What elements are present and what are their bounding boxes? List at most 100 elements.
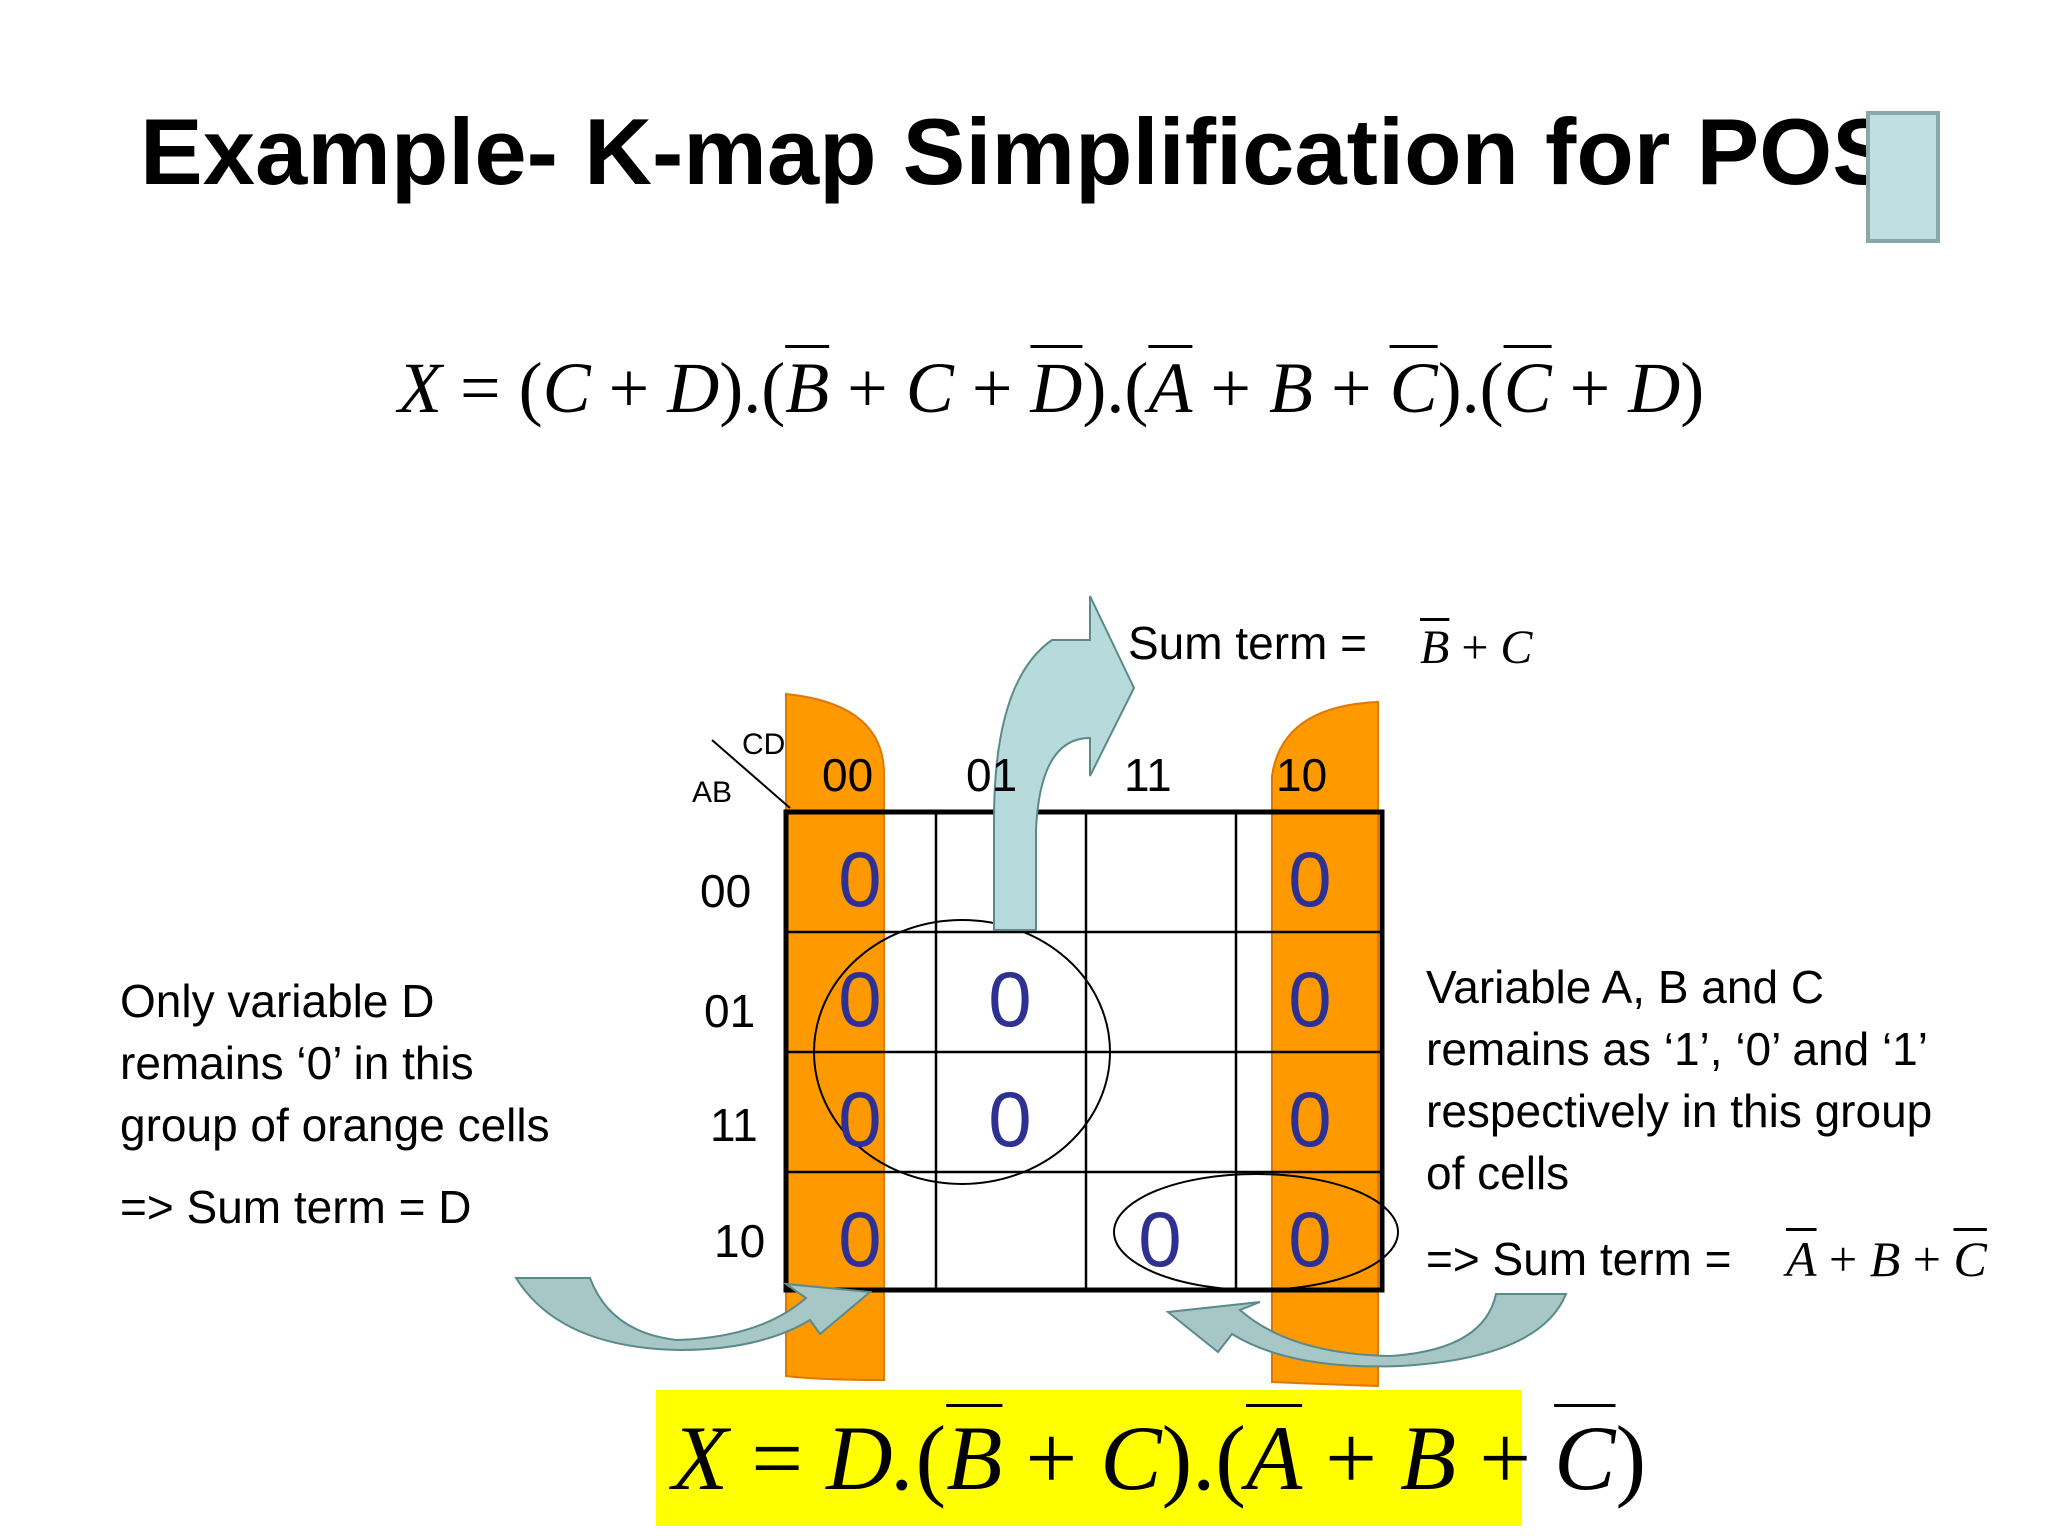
page-title: Example- K-map Simplification for POS — [140, 99, 1895, 204]
paren: ) — [1161, 1407, 1193, 1509]
right-note: Variable A, B and C remains as ‘1’, ‘0’ … — [1426, 956, 1932, 1204]
kmap-col-label: 10 — [1276, 749, 1328, 801]
variable: D — [667, 348, 720, 428]
variable: C — [1100, 1407, 1162, 1509]
simplified-expression: X = D.(B + C).(A + B + C) — [672, 1412, 1646, 1504]
variable: D — [1628, 348, 1681, 428]
and-operator: . — [1461, 348, 1480, 428]
plus-operator: + — [1002, 1407, 1101, 1509]
complement-variable: C — [1389, 348, 1438, 428]
complement-variable: A — [1245, 1407, 1303, 1509]
orange-group-left — [785, 692, 885, 1382]
right-note-line: remains as ‘1’, ‘0’ and ‘1’ — [1426, 1023, 1928, 1075]
and-operator: . — [1192, 1407, 1216, 1509]
arrow-top-icon — [993, 595, 1136, 931]
paren: ( — [1479, 348, 1504, 428]
right-note-line: Variable A, B and C — [1426, 961, 1825, 1013]
kmap-row-var: AB — [692, 776, 733, 809]
variable: C — [905, 348, 954, 428]
variable: X — [398, 348, 442, 428]
plus-operator: + — [1900, 1231, 1954, 1287]
plus-operator: + — [953, 348, 1031, 428]
kmap-col-var: CD — [742, 728, 786, 761]
plus-operator: + — [1551, 348, 1629, 428]
complement-variable: C — [1554, 1407, 1616, 1509]
paren: ( — [518, 348, 543, 428]
kmap-cell: 0 — [838, 835, 882, 923]
paren: ( — [1215, 1407, 1246, 1509]
variable: D. — [826, 1407, 916, 1509]
complement-variable: D — [1030, 348, 1083, 428]
right-note-result-label: => Sum term = — [1426, 1233, 1732, 1285]
plus-operator: + — [1192, 348, 1269, 428]
paren: ) — [1615, 1407, 1647, 1509]
kmap-cell: 0 — [1288, 1195, 1332, 1283]
arrow-bottom-left-icon — [514, 1277, 873, 1352]
kmap-col-label: 01 — [966, 749, 1018, 801]
kmap-cell: 0 — [988, 955, 1032, 1043]
kmap-row-label: 00 — [700, 865, 752, 917]
variable: C — [542, 348, 591, 428]
kmap-cell: 0 — [838, 1195, 882, 1283]
variable: B — [1869, 1231, 1901, 1287]
paren: ( — [761, 348, 786, 428]
kmap-grid — [783, 809, 1385, 1293]
kmap-row-label: 11 — [710, 1099, 758, 1151]
kmap-row-label: 01 — [704, 985, 756, 1037]
paren: ) — [1437, 348, 1462, 428]
kmap-cell: 0 — [838, 1075, 882, 1163]
variable: B — [1400, 1407, 1457, 1509]
plus-operator: + — [1302, 1407, 1401, 1509]
plus-operator: + — [829, 348, 906, 428]
kmap-cell: 0 — [838, 955, 882, 1043]
plus-operator: + — [1456, 1407, 1555, 1509]
equals-operator: = — [728, 1407, 827, 1509]
plus-operator: + — [590, 348, 668, 428]
and-operator: . — [1106, 348, 1125, 428]
left-note: Only variable D remains ‘0’ in this grou… — [120, 970, 550, 1238]
kmap-row-label: 10 — [714, 1215, 766, 1267]
paren: ( — [1124, 348, 1149, 428]
plus-operator: + — [1816, 1231, 1870, 1287]
variable: B — [1268, 348, 1313, 428]
arrow-bottom-right-icon — [1165, 1293, 1568, 1368]
right-note-line: of cells — [1426, 1147, 1570, 1199]
left-note-line: Only variable D — [120, 975, 435, 1027]
original-expression: X = (C + D).(B + C + D).(A + B + C).(C +… — [398, 352, 1704, 424]
complement-variable: B — [1420, 621, 1450, 674]
plus-operator: + — [1449, 621, 1501, 674]
group-circle-middle — [813, 919, 1111, 1185]
equals-operator: = — [441, 348, 519, 428]
left-note-line: group of orange cells — [120, 1099, 550, 1151]
and-operator: . — [743, 348, 762, 428]
complement-variable: A — [1786, 1231, 1817, 1287]
right-note-line: respectively in this group — [1426, 1085, 1933, 1137]
kmap-col-label: 00 — [822, 749, 874, 801]
kmap-cell: 0 — [1288, 955, 1332, 1043]
complement-variable: C — [1953, 1231, 1987, 1287]
left-note-result: => Sum term = D — [120, 1181, 472, 1233]
variable: X — [672, 1407, 729, 1509]
complement-variable: A — [1148, 348, 1193, 428]
complement-variable: C — [1503, 348, 1552, 428]
kmap-cell: 0 — [988, 1075, 1032, 1163]
corner-decoration — [1866, 111, 1940, 243]
paren: ) — [1082, 348, 1107, 428]
kmap-corner-diagonal — [711, 739, 791, 809]
left-note-line: remains ‘0’ in this — [120, 1037, 474, 1089]
complement-variable: B — [946, 1407, 1003, 1509]
paren: ) — [1680, 348, 1705, 428]
sum-term-top-expression: B + C — [1420, 624, 1532, 672]
kmap-cell: 0 — [1288, 835, 1332, 923]
right-note-sum-term-expression: A + B + C — [1786, 1234, 1987, 1284]
variable: C — [1500, 621, 1533, 674]
paren: ) — [719, 348, 744, 428]
result-highlight — [656, 1390, 1522, 1526]
orange-group-right — [1271, 700, 1379, 1388]
kmap-cell: 0 — [1138, 1195, 1182, 1283]
complement-variable: B — [785, 348, 830, 428]
paren: ( — [915, 1407, 947, 1509]
kmap-col-label: 11 — [1124, 749, 1172, 801]
group-circle-bottom-right — [1113, 1173, 1399, 1291]
